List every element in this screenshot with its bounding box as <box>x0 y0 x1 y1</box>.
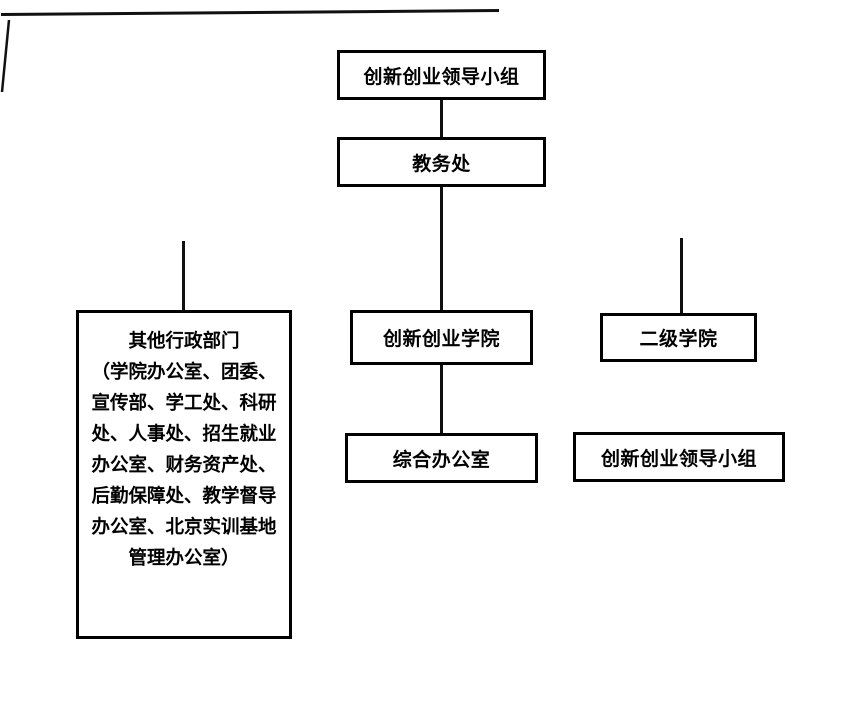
connector-secondary-college-to-leadership <box>0 20 12 92</box>
connector-academic-affairs-trunk <box>440 186 443 311</box>
connector-leadership-to-academic-affairs <box>440 99 443 138</box>
node-label: 创新创业领导小组 <box>363 65 520 88</box>
node-leadership-group-top[interactable]: 创新创业领导小组 <box>337 50 546 100</box>
node-label: 创新创业学院 <box>382 328 500 350</box>
node-label: 创新创业领导小组 <box>600 447 757 470</box>
node-innovation-entrepreneurship-college[interactable]: 创新创业学院 <box>350 310 533 365</box>
connector-drop-to-secondary-college <box>680 238 683 314</box>
node-label: 综合办公室 <box>392 448 491 471</box>
node-label: 其他行政部门 （学院办公室、团委、宣传部、学工处、科研处、人事处、招生就业办公室… <box>91 331 277 569</box>
node-academic-affairs-office[interactable]: 教务处 <box>337 137 546 187</box>
connector-branch-bar <box>0 0 500 20</box>
node-leadership-group-bottom[interactable]: 创新创业领导小组 <box>573 432 785 482</box>
node-general-office[interactable]: 综合办公室 <box>345 433 538 483</box>
connector-drop-to-other-admin <box>182 241 185 311</box>
node-label: 二级学院 <box>639 328 718 350</box>
node-secondary-college[interactable]: 二级学院 <box>600 313 757 362</box>
node-other-administrative-departments[interactable]: 其他行政部门 （学院办公室、团委、宣传部、学工处、科研处、人事处、招生就业办公室… <box>76 310 292 639</box>
connector-innovation-college-to-general-office <box>440 365 443 434</box>
node-label: 教务处 <box>412 152 471 175</box>
